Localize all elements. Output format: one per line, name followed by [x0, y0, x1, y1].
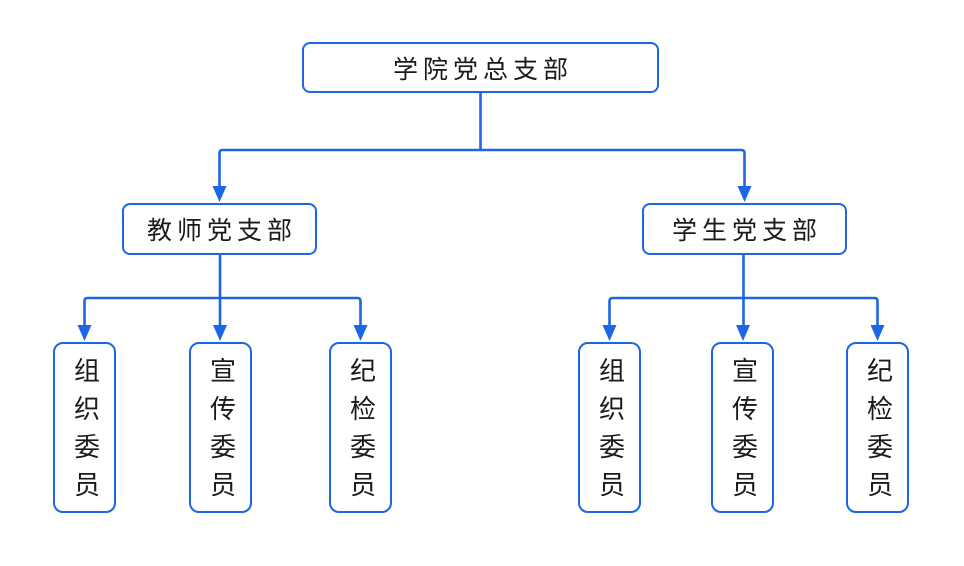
connector-line	[608, 296, 879, 328]
arrow-down-icon	[212, 186, 227, 202]
org-node-label: 宣传委员	[728, 356, 758, 509]
connector-student-branch-to-leaves	[602, 255, 885, 341]
arrow-down-icon	[870, 325, 885, 341]
arrow-down-icon	[602, 325, 617, 341]
org-node-label: 纪检委员	[346, 356, 376, 509]
arrow-down-icon	[213, 325, 227, 341]
org-node-label: 组织委员	[70, 356, 100, 509]
org-node-teacher-discipline-member: 纪检委员	[329, 342, 392, 513]
connector-line	[83, 296, 362, 328]
arrow-down-icon	[353, 325, 368, 341]
org-node-teacher-organization-member: 组织委员	[53, 342, 116, 513]
org-node-label: 组织委员	[595, 356, 625, 509]
connector-teacher-branch-to-leaves	[77, 255, 368, 341]
connector-line	[218, 148, 746, 189]
org-node-teacher-publicity-member: 宣传委员	[189, 342, 252, 513]
arrow-down-icon	[77, 325, 92, 341]
org-node-label: 纪检委员	[863, 356, 893, 509]
org-node-student-organization-member: 组织委员	[578, 342, 641, 513]
org-node-student-publicity-member: 宣传委员	[711, 342, 774, 513]
arrow-down-icon	[736, 325, 750, 341]
org-node-student-discipline-member: 纪检委员	[846, 342, 909, 513]
connector-root-to-branches	[212, 93, 752, 202]
org-node-root: 学院党总支部	[302, 42, 659, 93]
org-node-label: 宣传委员	[206, 356, 236, 509]
org-node-student-branch: 学生党支部	[642, 203, 847, 255]
arrow-down-icon	[737, 186, 752, 202]
org-node-teacher-branch: 教师党支部	[122, 203, 317, 255]
